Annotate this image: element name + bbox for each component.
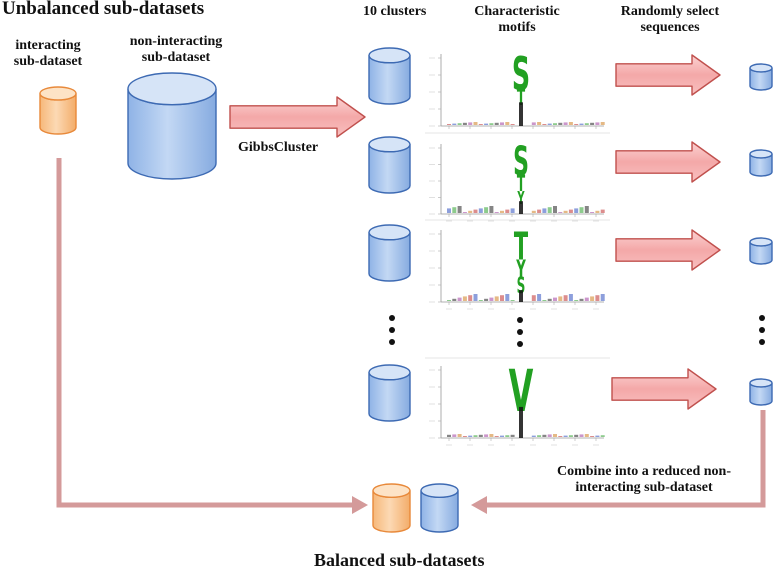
unbalanced-title: Unbalanced sub-datasets — [2, 0, 205, 19]
select-header: Randomly select sequences — [600, 4, 740, 35]
cluster-cylinder — [368, 47, 411, 105]
ellipsis-icon — [389, 315, 395, 345]
motifs-header: Characteristic motifs — [452, 4, 582, 35]
sampled-sequences-cylinder — [749, 378, 773, 406]
motif-letter: S — [512, 48, 530, 101]
sampled-sequences-cylinder — [749, 149, 773, 177]
cluster-cylinder — [368, 224, 411, 282]
combine-label-line2: interacting sub-dataset — [575, 479, 713, 495]
motif-letter: Y — [516, 255, 527, 284]
interacting-label: interacting sub-dataset — [4, 38, 92, 69]
interacting-label-line1: interacting — [15, 38, 81, 53]
ellipsis-icon — [759, 315, 765, 345]
motifs-header-line1: Characteristic — [474, 4, 560, 19]
motif-letter: T — [517, 87, 526, 112]
sequence-logo-icon: ST — [429, 48, 605, 134]
balanced-title: Balanced sub-datasets — [314, 550, 485, 570]
non-interacting-dataset-cylinder — [127, 72, 217, 180]
cluster-cylinder — [368, 136, 411, 194]
sequence-logo-icon: V — [429, 359, 605, 446]
arrows-layer — [229, 54, 721, 410]
non-interacting-label-line2: sub-dataset — [141, 49, 211, 65]
sampled-sequences-cylinder — [749, 237, 773, 265]
non-interacting-label-line1: non-interacting — [129, 34, 223, 49]
balanced-interacting-cylinder — [372, 483, 411, 533]
cylinders-layer — [39, 47, 773, 533]
motif-letter: Y — [517, 189, 525, 209]
interacting-label-line2: sub-dataset — [13, 53, 83, 69]
gibbscluster-arrow — [229, 96, 366, 138]
clusters-header: 10 clusters — [363, 4, 427, 19]
motif-letter: T — [514, 226, 528, 269]
gibbscluster-label: GibbsCluster — [238, 140, 319, 155]
combine-label-line1: Combine into a reduced non- — [557, 464, 731, 479]
select-arrow — [615, 54, 721, 96]
combine-label: Combine into a reduced non- interacting … — [532, 464, 756, 495]
select-arrow — [611, 368, 717, 410]
sequence-logo-icon: STY — [429, 138, 605, 222]
cluster-cylinder — [368, 364, 411, 422]
non-interacting-label: non-interacting sub-dataset — [112, 34, 240, 65]
sequence-logo-icon: TYS — [429, 226, 605, 310]
ellipsis-icon — [517, 317, 523, 347]
combine-flow-line — [471, 410, 766, 514]
select-header-line2: sequences — [640, 19, 700, 35]
motifs-header-line2: motifs — [498, 19, 536, 35]
motif-letter: S — [513, 138, 529, 185]
sampled-sequences-cylinder — [749, 63, 773, 91]
select-arrow — [615, 229, 721, 271]
select-arrow — [615, 141, 721, 183]
select-header-line1: Randomly select — [620, 4, 720, 19]
interacting-dataset-cylinder — [39, 86, 77, 135]
balanced-non-interacting-cylinder — [420, 483, 459, 533]
interacting-flow-line — [56, 158, 368, 514]
motif-letter: S — [517, 274, 526, 299]
motif-letter: T — [517, 172, 526, 197]
